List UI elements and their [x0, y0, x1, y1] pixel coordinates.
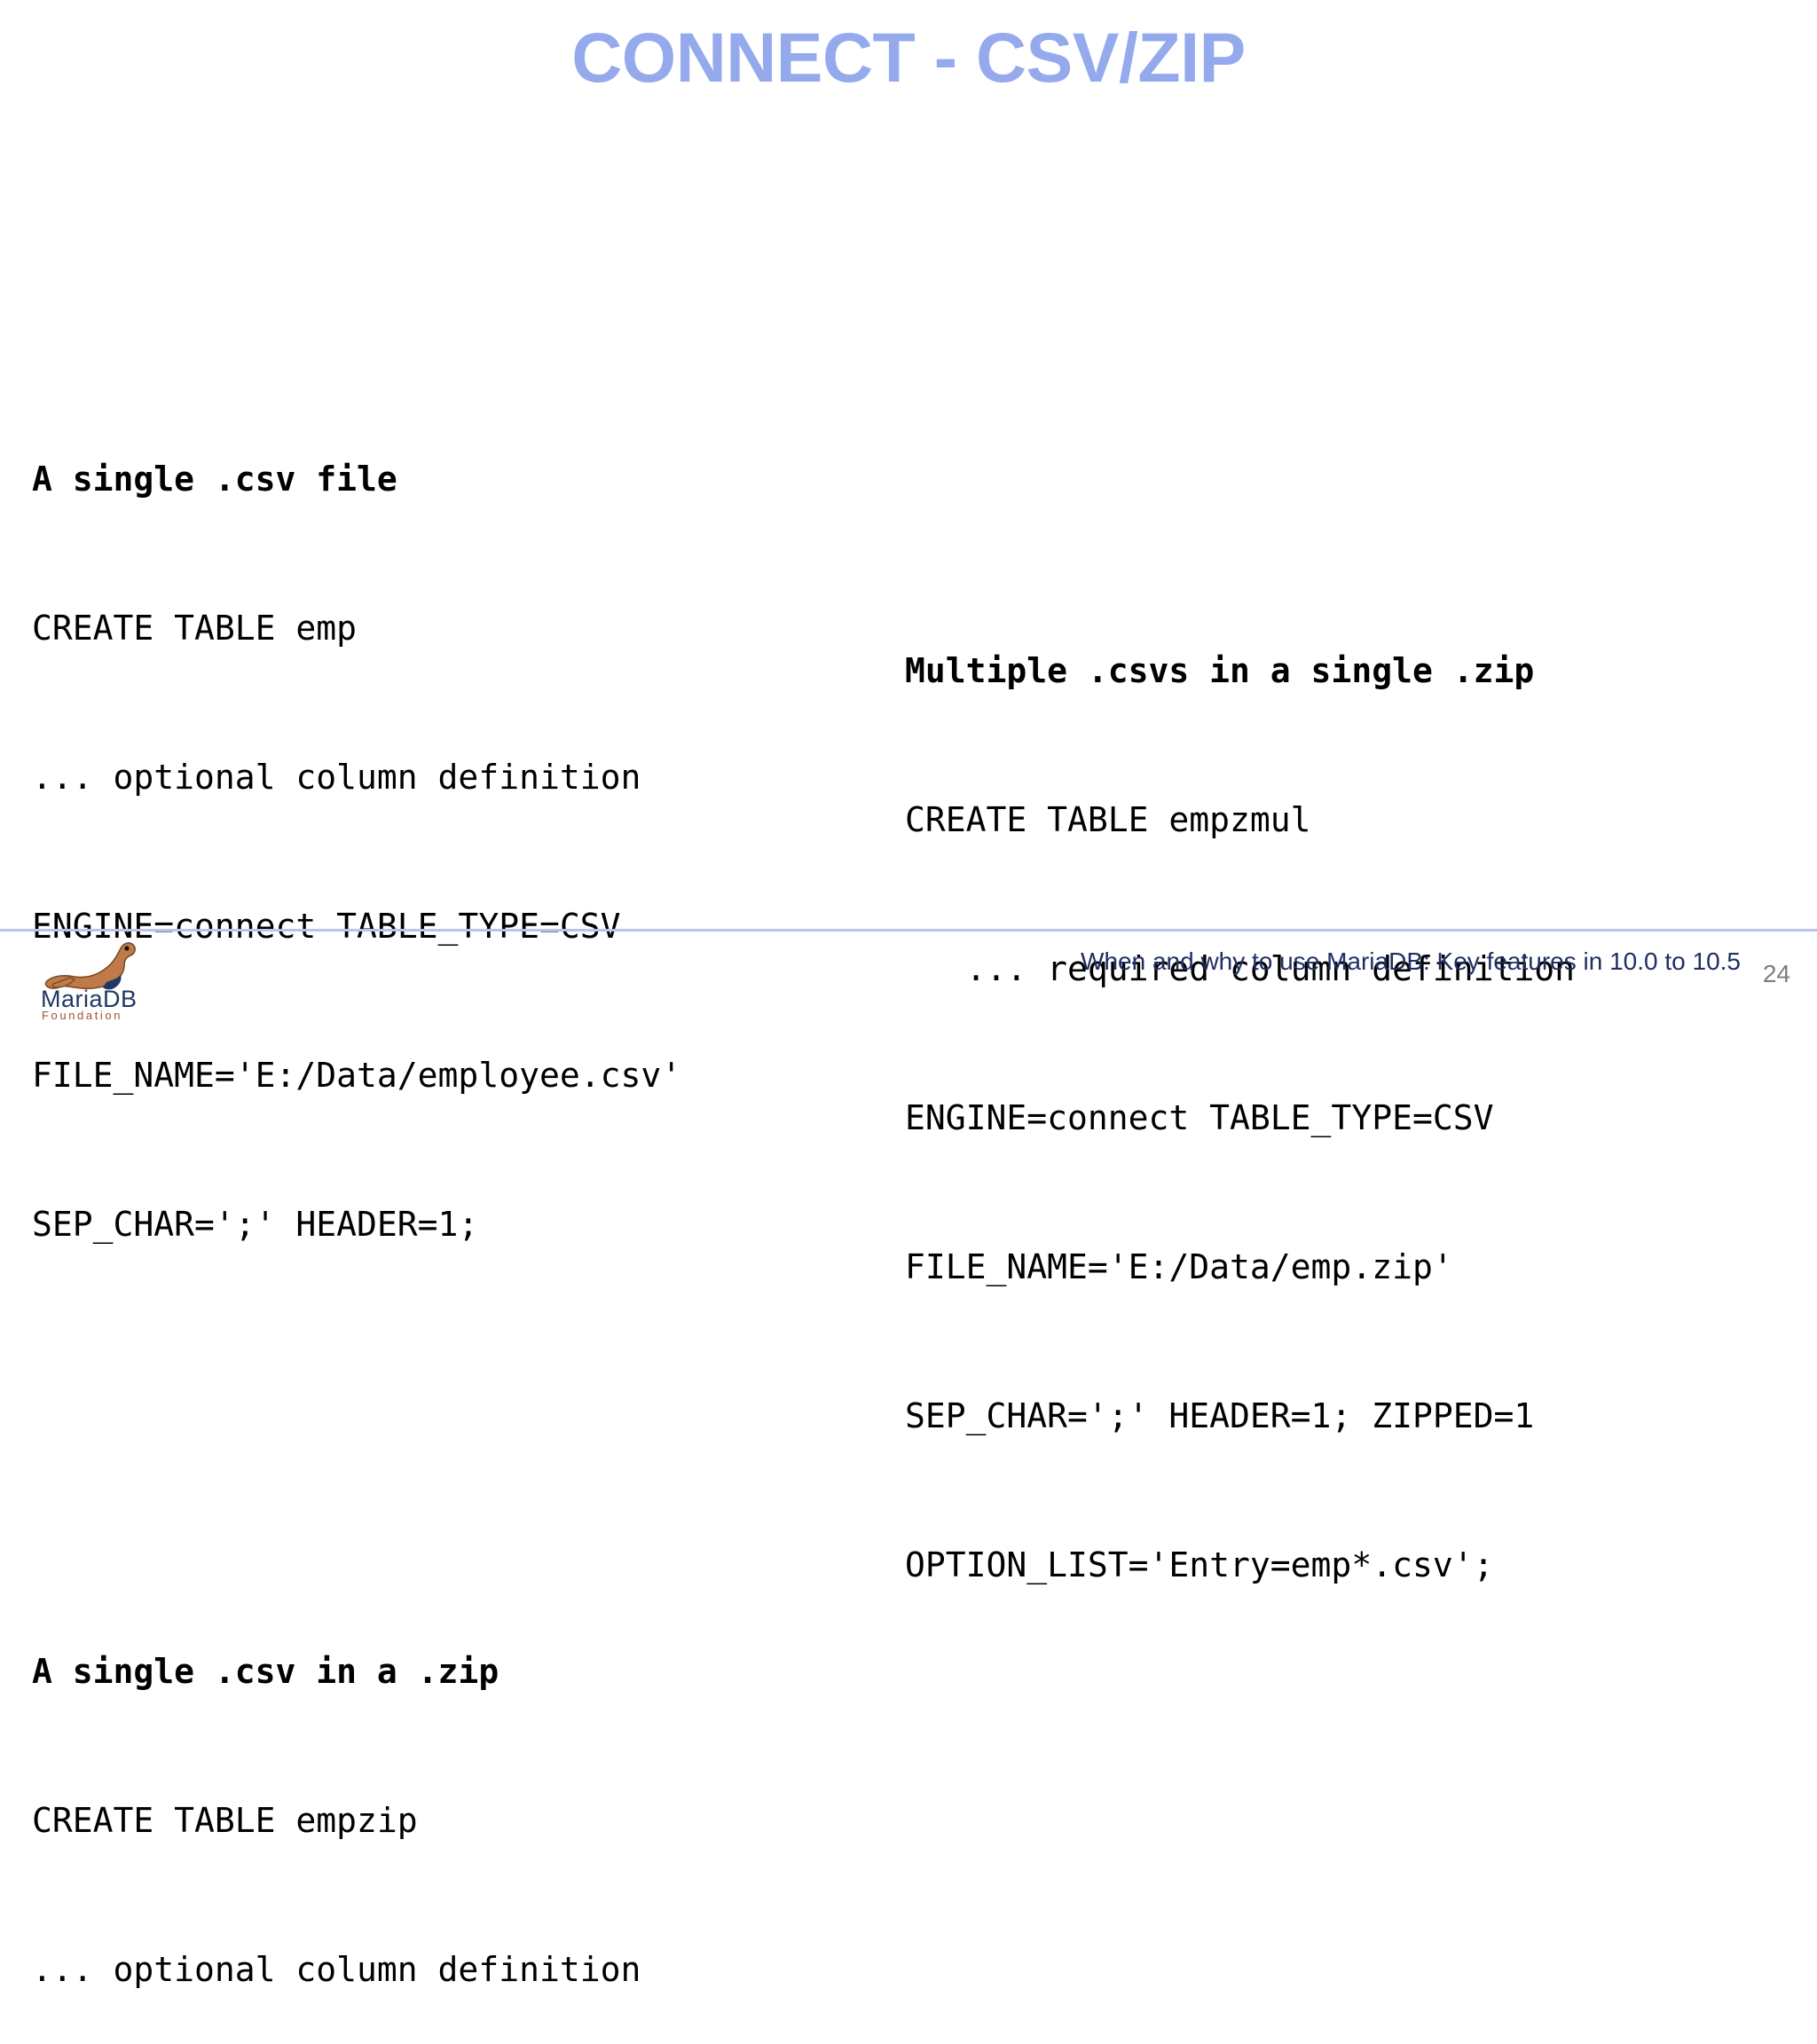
code-line: ... optional column definition [32, 1950, 641, 1989]
code-line: CREATE TABLE emp [32, 609, 358, 648]
code-line: ENGINE=connect TABLE_TYPE=CSV [32, 907, 621, 946]
code-heading: A single .csv in a .zip [32, 1652, 499, 1691]
svg-text:MariaDB: MariaDB [41, 986, 138, 1012]
footer-presentation-title: When and why to use MariaDB: Key feature… [1081, 947, 1741, 975]
code-line: ... required column definition [905, 949, 1575, 988]
code-line: SEP_CHAR=';' HEADER=1; [32, 1205, 479, 1244]
svg-text:Foundation: Foundation [42, 1009, 122, 1021]
code-line: CREATE TABLE empzmul [905, 800, 1311, 839]
code-block-multiple-csvs-in-zip: Multiple .csvs in a single .zip CREATE T… [905, 546, 1575, 1689]
mariadb-seal-icon: MariaDB Foundation [41, 942, 138, 1021]
code-heading: A single .csv file [32, 460, 397, 499]
code-line: FILE_NAME='E:/Data/employee.csv' [32, 1056, 682, 1095]
code-line: OPTION_LIST='Entry=emp*.csv'; [905, 1545, 1494, 1584]
code-heading: Multiple .csvs in a single .zip [905, 651, 1535, 690]
page-title: CONNECT - CSV/ZIP [571, 18, 1246, 97]
code-line: ... optional column definition [32, 758, 641, 797]
right-code-column: Multiple .csvs in a single .zip CREATE T… [905, 397, 1575, 1838]
code-line: ENGINE=connect TABLE_TYPE=CSV [905, 1098, 1494, 1137]
footer-divider [0, 929, 1817, 932]
code-line: CREATE TABLE empzip [32, 1801, 418, 1840]
page-number: 24 [1762, 960, 1790, 987]
slide-canvas: CONNECT - CSV/ZIP A single .csv file CRE… [0, 18, 1817, 1989]
code-line: FILE_NAME='E:/Data/emp.zip' [905, 1247, 1453, 1286]
left-code-column: A single .csv file CREATE TABLE emp ... … [32, 206, 681, 2044]
mariadb-foundation-logo: MariaDB Foundation [35, 936, 195, 1021]
code-line: SEP_CHAR=';' HEADER=1; ZIPPED=1 [905, 1396, 1535, 1435]
code-block-single-csv: A single .csv file CREATE TABLE emp ... … [32, 355, 681, 1348]
code-block-single-csv-in-zip: A single .csv in a .zip CREATE TABLE emp… [32, 1547, 681, 2044]
